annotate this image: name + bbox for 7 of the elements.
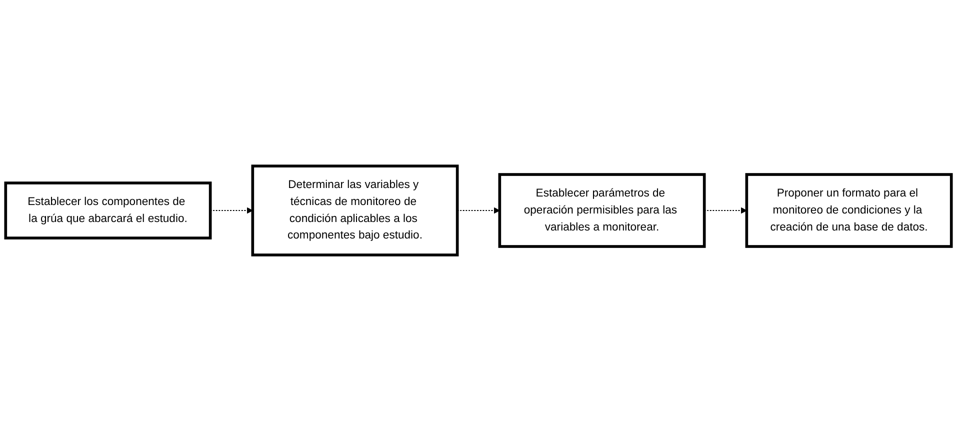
arrow	[457, 207, 500, 214]
node-box: Establecer los componentes de la grúa que abarcará el estudio.	[4, 182, 212, 240]
node-box: Proponer un formato para el monitoreo de condiciones y la creación de una base de datos.	[745, 173, 953, 248]
node-box: Establecer parámetros de operación permisibles para las variables a monitorear.	[498, 173, 706, 248]
arrow	[210, 207, 253, 214]
node-box: Determinar las variables y técnicas de monitoreo de condición aplicables a los componentes bajo estudio.	[251, 164, 459, 256]
arrow	[704, 207, 747, 214]
